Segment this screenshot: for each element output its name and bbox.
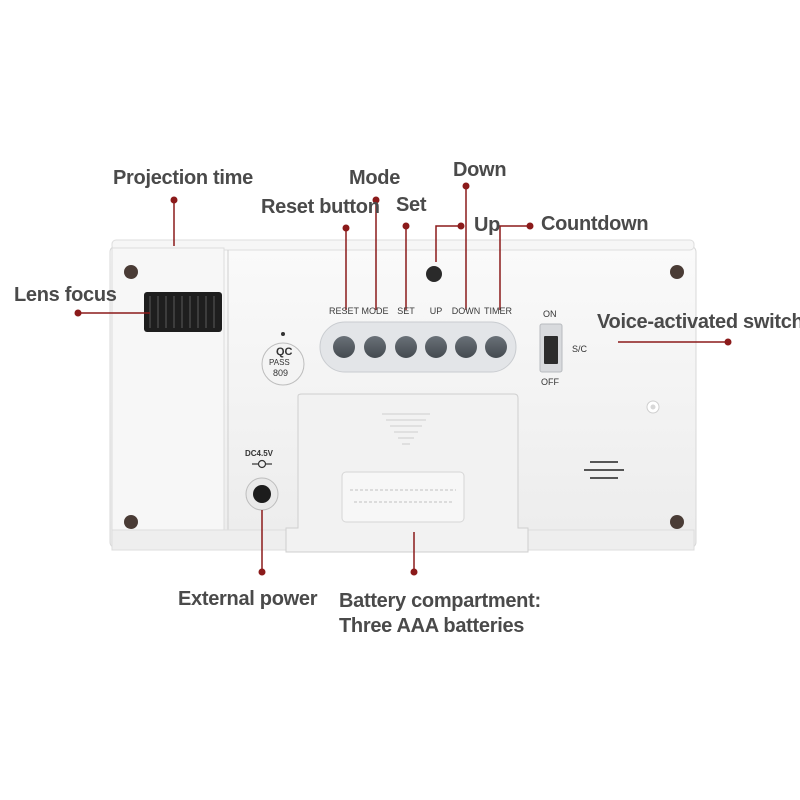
label-timer: TIMER (484, 306, 512, 316)
switch-sc-label: S/C (572, 344, 588, 354)
switch-off-label: OFF (541, 377, 559, 387)
screw (124, 515, 138, 529)
set-key[interactable] (395, 336, 417, 358)
up-key[interactable] (425, 336, 447, 358)
screw (670, 515, 684, 529)
callout-voice-switch: Voice-activated switch (597, 311, 800, 333)
label-reset: RESET (328, 306, 360, 316)
device-top-rim (111, 239, 695, 251)
callout-external-power: External power (178, 588, 318, 610)
indicator-dot (281, 332, 285, 336)
mode-key[interactable] (364, 336, 386, 358)
button-panel (319, 321, 517, 373)
qc-number-text: 809 (273, 368, 289, 378)
callout-projection-time: Projection time (113, 167, 253, 189)
qc-badge (261, 342, 305, 386)
label-set: SET (397, 306, 415, 316)
switch-on-label: ON (543, 309, 557, 319)
label-down: DOWN (451, 306, 481, 316)
callout-set: Set (396, 194, 427, 216)
battery-cover-plate (341, 471, 465, 523)
qc-pass-text: PASS (269, 358, 290, 367)
label-mode: MODE (361, 306, 389, 316)
callout-reset-button: Reset button (261, 196, 380, 218)
callout-lens-focus: Lens focus (14, 284, 117, 306)
callout-up: Up (474, 214, 501, 236)
microphone-hole (426, 266, 442, 282)
dc-voltage-label: DC4.5V (245, 449, 274, 458)
down-key[interactable] (455, 336, 477, 358)
screw (670, 265, 684, 279)
screw (124, 265, 138, 279)
callout-battery-compartment: Battery compartment: Three AAA batteries (339, 590, 541, 637)
dc-polarity-icon (252, 459, 272, 469)
callout-mode: Mode (349, 167, 401, 189)
callout-countdown: Countdown (541, 213, 649, 235)
reset-key[interactable] (333, 336, 355, 358)
speaker-grille (584, 461, 624, 479)
leader-dots (74, 182, 732, 576)
qc-text: QC (276, 346, 293, 358)
battery-cover-grip (382, 413, 430, 445)
timer-key[interactable] (485, 336, 507, 358)
leader-lines (78, 186, 728, 572)
voice-switch-slider[interactable] (544, 336, 558, 364)
label-up: UP (429, 306, 443, 316)
callout-down: Down (453, 159, 507, 181)
